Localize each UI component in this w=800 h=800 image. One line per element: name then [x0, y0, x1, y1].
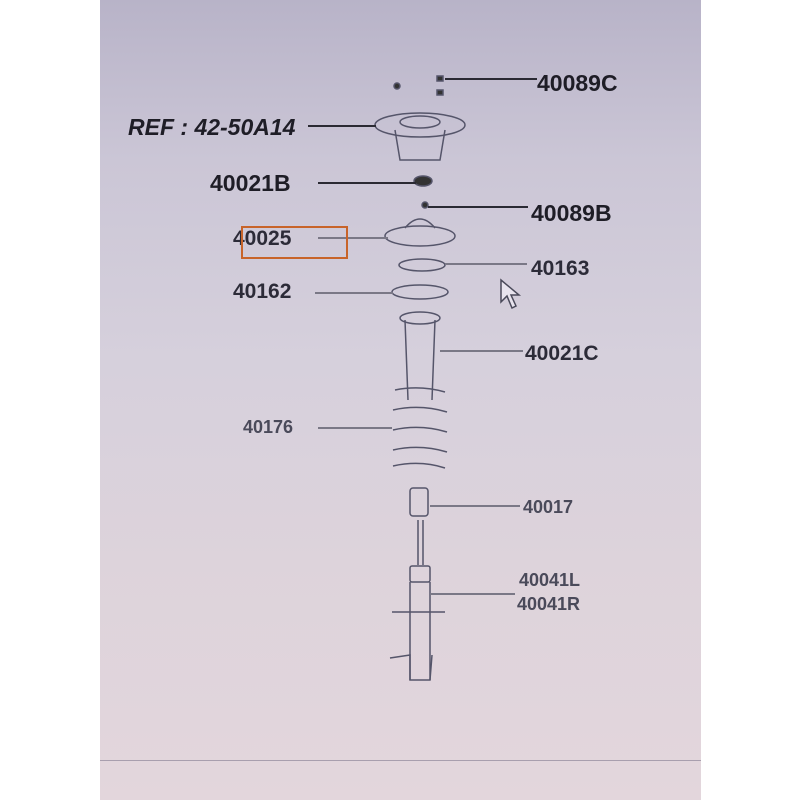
label-40021C[interactable]: 40021C [525, 342, 599, 365]
label-40021B[interactable]: 40021B [210, 170, 291, 196]
label-40017[interactable]: 40017 [523, 497, 574, 517]
mount-body [394, 129, 446, 161]
highlight-box [241, 226, 348, 259]
nut-left [393, 82, 401, 90]
screen-bottom-edge [100, 760, 701, 761]
part-40021C [404, 319, 436, 401]
parts-diagram-screen [100, 0, 701, 800]
bump-stop-top [399, 311, 441, 325]
part-40041 [392, 582, 445, 680]
part-40089B [421, 201, 429, 209]
leader-line-40021C [440, 350, 523, 352]
leader-line-40089C [445, 78, 537, 80]
label-40041L[interactable]: 40041L [519, 570, 581, 590]
leader-line-40021B [318, 182, 416, 184]
shock-rod [417, 520, 424, 565]
leader-line-40025 [318, 237, 388, 239]
part-40025-body [404, 218, 436, 229]
nut-40089C-lower [436, 89, 444, 96]
label-40176[interactable]: 40176 [243, 417, 294, 437]
label-40041R[interactable]: 40041R [517, 594, 581, 614]
leader-line-40089B [428, 206, 528, 208]
leader-line-ref [308, 125, 376, 127]
part-40163 [398, 258, 446, 272]
label-ref[interactable]: REF : 42-50A14 [128, 114, 296, 140]
label-40163[interactable]: 40163 [531, 257, 590, 280]
leader-line-40163 [445, 263, 527, 265]
knuckle-bracket [389, 654, 433, 681]
spring-40176 [392, 387, 448, 469]
leader-line-40162 [315, 292, 393, 294]
part-40017 [409, 487, 429, 517]
label-40089C[interactable]: 40089C [537, 70, 618, 96]
leader-line-40017 [430, 505, 520, 507]
label-40025[interactable]: 40025 [233, 227, 292, 250]
leader-line-40041 [430, 593, 515, 595]
label-40089B[interactable]: 40089B [531, 200, 612, 226]
leader-line-40176 [318, 427, 392, 429]
mouse-cursor-icon [500, 278, 522, 310]
part-40162 [391, 284, 449, 300]
part-40025 [384, 225, 456, 247]
label-40162[interactable]: 40162 [233, 280, 292, 303]
part-40021B [413, 175, 433, 187]
upper-mount-inner [399, 115, 441, 129]
nut-40089C [436, 75, 444, 82]
shock-body-top [409, 565, 431, 583]
